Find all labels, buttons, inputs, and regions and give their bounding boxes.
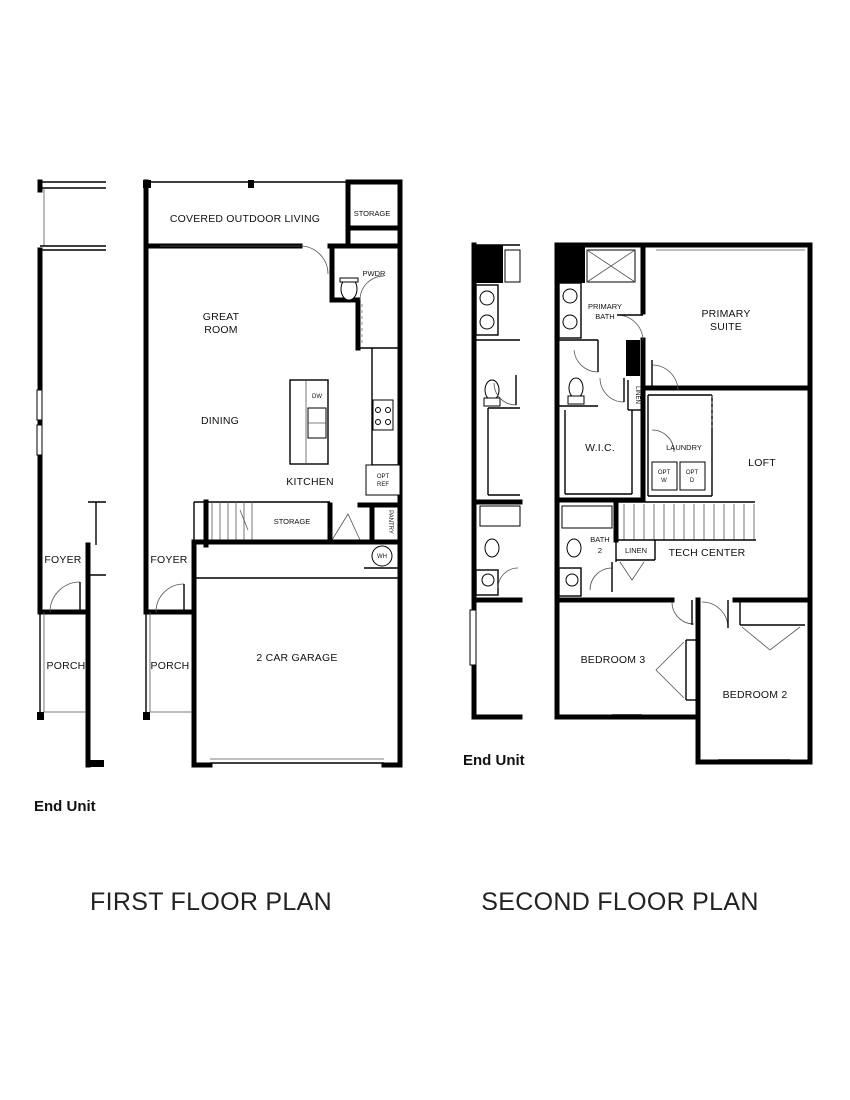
first-floor-plan-title: FIRST FLOOR PLAN [90,888,332,916]
primary-suite-label-line2: SUITE [710,321,742,333]
covered-outdoor-living-label: COVERED OUTDOOR LIVING [170,213,320,225]
bedroom2-label: BEDROOM 2 [723,689,788,701]
primary-bath-label-line1: PRIMARY [588,302,622,311]
opt-washer-label-line2: W [661,478,667,484]
pantry-label: PANTRY [387,510,393,534]
garage-label: 2 CAR GARAGE [256,652,337,664]
dishwasher-label: DW [312,394,322,400]
primary-bath-label-line2: BATH [595,312,614,321]
great-room-label-line1: GREAT [203,311,240,323]
first-floor-end-unit-label: End Unit [34,798,96,815]
great-room-label-line2: ROOM [204,324,237,336]
opt-washer-label-line1: OPT [658,470,671,476]
first-floor-end-unit-strip: FOYER PORCH [36,179,106,768]
second-floor-end-unit-label: End Unit [463,752,525,769]
laundry-label: LAUNDRY [666,443,702,452]
second-floor-main-unit: PRIMARY BATH PRIMARY SUITE LINEN W.I.C. … [554,242,813,765]
linen-vertical-label: LINEN [634,386,640,404]
linen-label: LINEN [625,546,647,555]
tech-center-label: TECH CENTER [669,547,746,559]
stair-storage-label: STORAGE [274,517,311,526]
pwdr-label: PWDR [363,269,386,278]
opt-ref-label-line1: OPT [377,474,390,480]
wic-label: W.I.C. [585,442,615,454]
kitchen-label: KITCHEN [286,476,334,488]
second-floor-plan-title: SECOND FLOOR PLAN [481,888,758,916]
storage-top-label: STORAGE [354,209,391,218]
dining-label: DINING [201,415,239,427]
first-floor-stair [211,502,253,540]
foyer-label: FOYER [150,554,187,566]
porch-label: PORCH [151,660,190,672]
bath2-label-line1: BATH [590,535,609,544]
primary-suite-label-line1: PRIMARY [701,308,750,320]
bedroom3-label: BEDROOM 3 [581,654,646,666]
loft-label: LOFT [748,457,776,469]
opt-ref-label-line2: REF [377,482,389,488]
opt-dryer-label-line1: OPT [686,470,699,476]
second-floor-stair [623,504,755,540]
opt-dryer-label-line2: D [690,478,695,484]
water-heater-label: WH [377,554,387,560]
end-foyer-label: FOYER [44,554,81,566]
bath2-label-line2: 2 [598,546,602,555]
second-floor-end-unit-strip [469,242,523,720]
first-floor-main-unit: COVERED OUTDOOR LIVING STORAGE PWDR GREA… [143,179,403,768]
end-porch-label: PORCH [47,660,86,672]
